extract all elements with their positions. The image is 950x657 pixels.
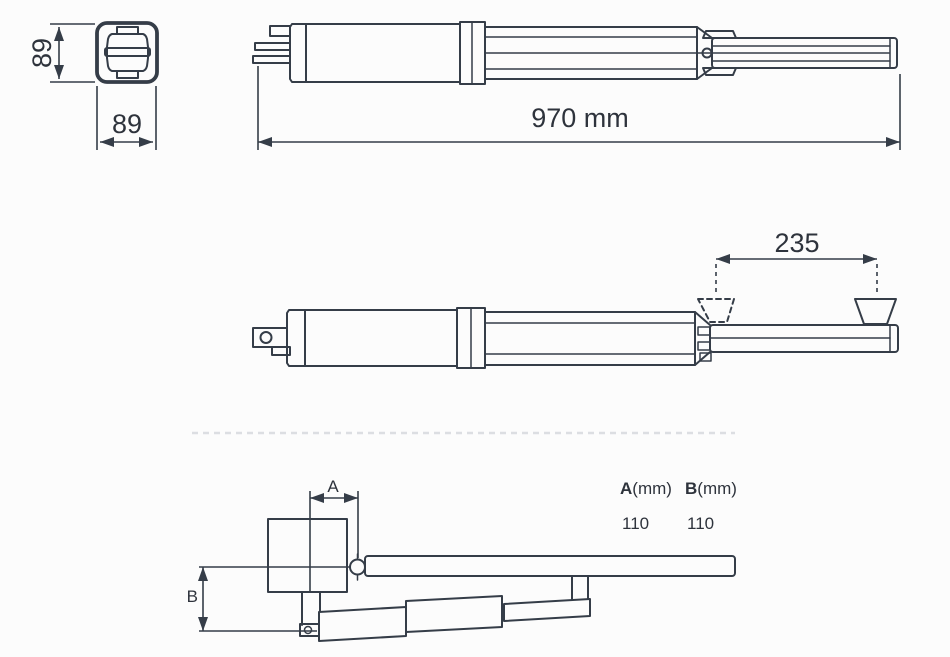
- rear-pivot-pin: [303, 625, 313, 635]
- rear-end-cap: [289, 23, 307, 83]
- rear-stub: [269, 25, 291, 37]
- table-header-b-key: B: [685, 479, 697, 498]
- motor-body: [305, 23, 461, 83]
- table-header-a-key: A: [620, 479, 632, 498]
- table-header-b: B(mm): [685, 479, 737, 498]
- dimension-height-89: 89: [27, 23, 95, 83]
- clevis-mount: [252, 327, 288, 348]
- dimension-width-89: 89: [96, 86, 157, 150]
- dimension-label-stroke: 235: [774, 228, 819, 258]
- table-header-b-unit: (mm): [697, 479, 737, 498]
- rear-end-cap: [286, 309, 306, 367]
- dimension-label-width: 89: [112, 109, 142, 139]
- dimension-label-height: 89: [27, 38, 57, 68]
- gate-leaf: [364, 555, 736, 577]
- dimension-label-b: B: [187, 587, 198, 606]
- extension-rod: [711, 37, 898, 69]
- actuator-motor-segment: [318, 606, 407, 642]
- cable-pin: [254, 42, 291, 51]
- motor-tab-top: [116, 26, 139, 35]
- clevis-stub: [271, 346, 291, 356]
- dimension-label-length: 970 mm: [531, 103, 629, 133]
- side-view-actuator: 235: [252, 228, 899, 369]
- rear-pivot-block: [299, 623, 320, 637]
- actuator-tube-segment: [405, 595, 503, 633]
- dimension-overall-length: 970 mm: [257, 66, 901, 150]
- stop-retracted-ghost: [697, 298, 735, 323]
- clamp-lug: [699, 352, 712, 362]
- taper-bottom: [694, 351, 711, 366]
- motor-tab-bottom: [116, 70, 139, 79]
- clevis-hole: [259, 331, 273, 344]
- dimension-label-a: A: [327, 477, 339, 496]
- table-value-b: 110: [687, 514, 714, 533]
- motor-silhouette: [106, 33, 149, 72]
- motor-body: [304, 309, 458, 367]
- table-value-a: 110: [622, 514, 649, 533]
- cable-pin: [252, 55, 291, 64]
- stop-extended: [854, 298, 897, 325]
- taper-top: [694, 311, 711, 326]
- gate-post: [267, 518, 348, 593]
- profile-outline: [95, 21, 159, 84]
- table-header-a-unit: (mm): [632, 479, 672, 498]
- actuator-rod-segment: [503, 598, 591, 622]
- table-header-a: A(mm): [620, 479, 672, 498]
- installation-diagram: A B: [187, 477, 736, 642]
- spec-table: A(mm) B(mm) 110 110: [620, 479, 737, 533]
- top-view-actuator: 970 mm: [252, 21, 901, 150]
- dimension-stroke-235: 235: [715, 228, 878, 296]
- cross-section-view: 89 89: [27, 21, 159, 150]
- gate-hinge: [349, 558, 366, 576]
- outer-tube: [484, 311, 696, 366]
- motor-band: [104, 47, 151, 57]
